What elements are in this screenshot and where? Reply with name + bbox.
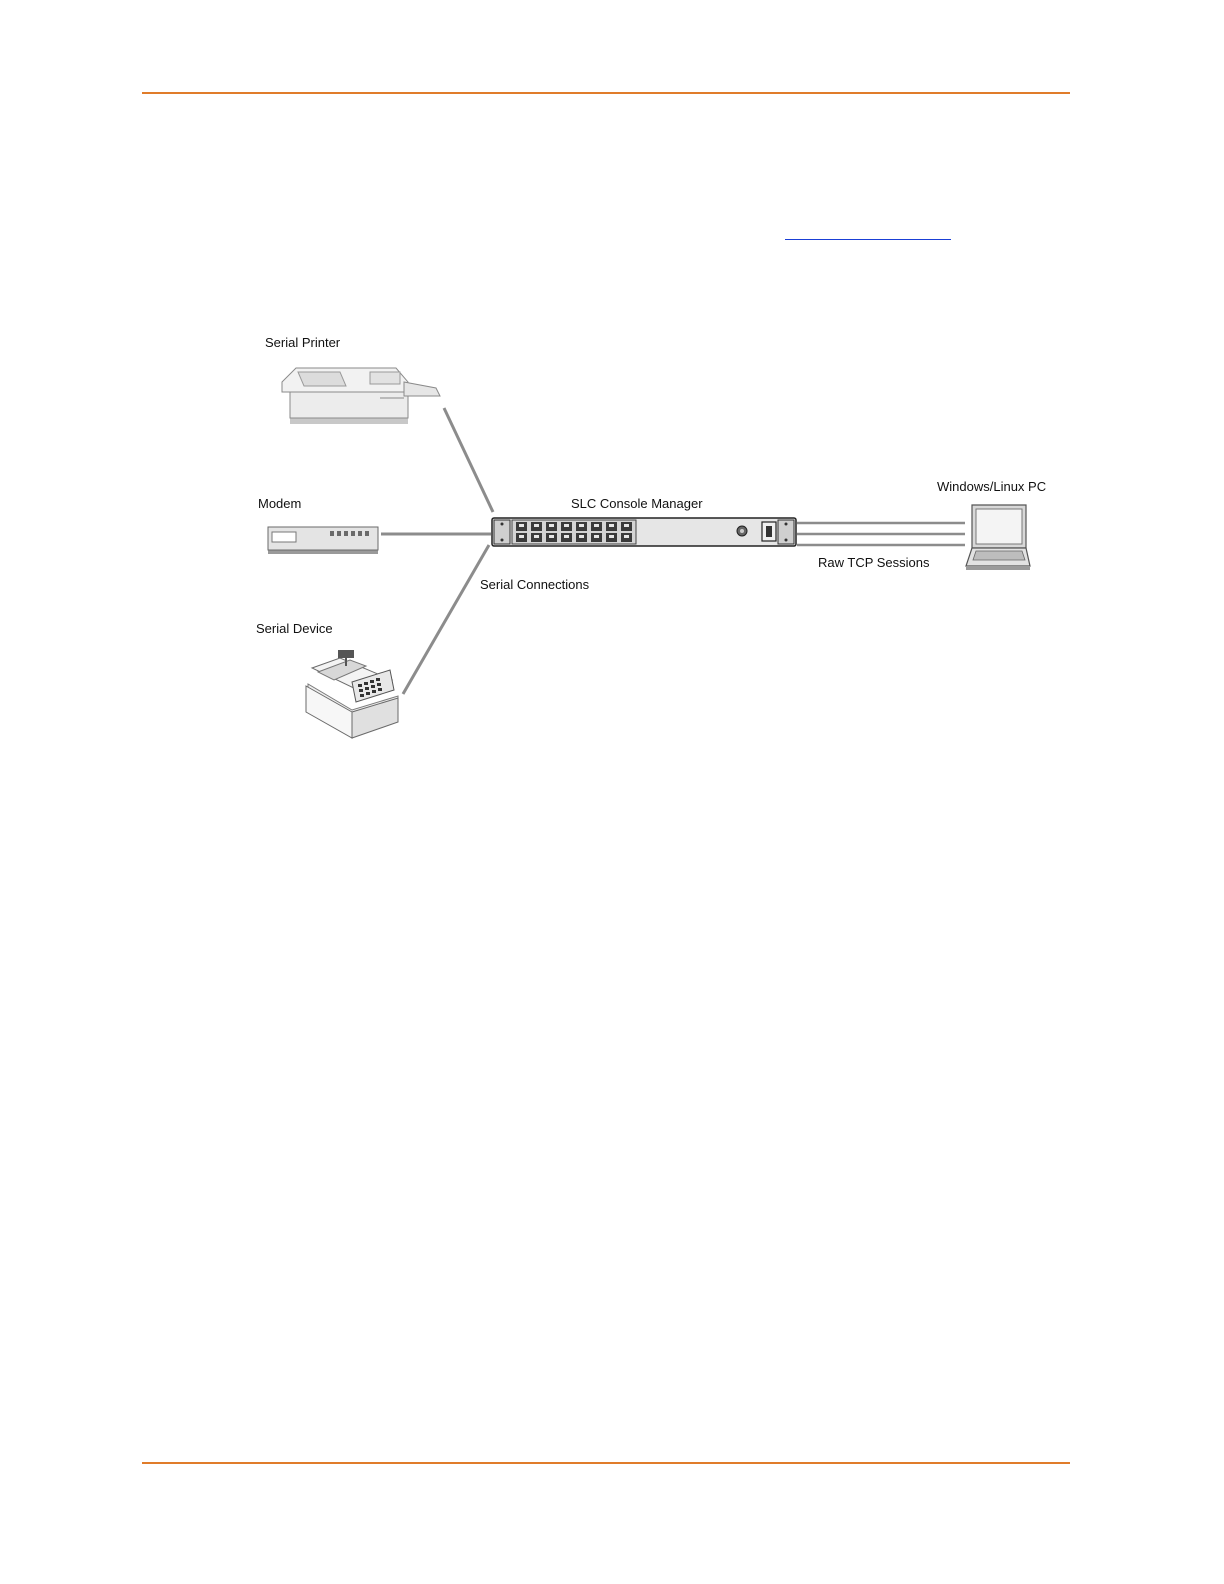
- printer-cable: [444, 408, 493, 512]
- console-manager-label: SLC Console Manager: [571, 496, 703, 511]
- serial-device-label: Serial Device: [256, 621, 333, 636]
- console-manager-icon: [492, 518, 796, 546]
- printer-icon: [282, 368, 440, 424]
- tcp-cables: [797, 523, 965, 545]
- tcp-sessions-label: Raw TCP Sessions: [818, 555, 930, 570]
- modem-icon: [268, 527, 378, 554]
- cash-register-icon: [306, 650, 398, 738]
- serial-printer-label: Serial Printer: [265, 335, 341, 350]
- modem-label: Modem: [258, 496, 301, 511]
- device-cable: [403, 545, 489, 694]
- laptop-icon: [966, 505, 1030, 570]
- footer-rule: [142, 1462, 1070, 1464]
- serial-cables: [381, 408, 493, 694]
- pc-label: Windows/Linux PC: [937, 479, 1046, 494]
- serial-connections-label: Serial Connections: [480, 577, 590, 592]
